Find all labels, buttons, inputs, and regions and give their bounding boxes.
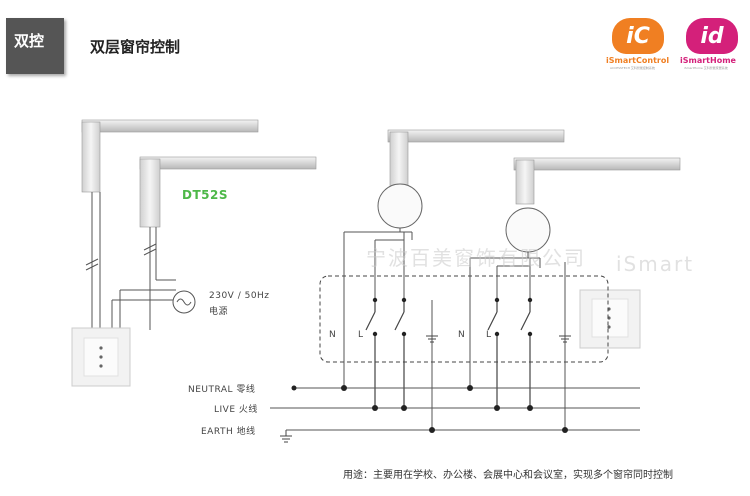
watermark-brand: iSmart xyxy=(616,252,695,276)
ismartcontrol-logo: iC iSmartControl ACCESSTECH 艾科智能控制系统 xyxy=(606,18,670,70)
left-motor-front xyxy=(139,158,161,228)
ismartcontrol-name: iSmartControl xyxy=(606,56,670,65)
right-wall-switch[interactable] xyxy=(579,289,641,349)
earth-label: EARTH 地线 xyxy=(201,427,256,437)
power-voltage-label: 230V / 50Hz xyxy=(209,291,270,301)
bus-junctions xyxy=(291,385,568,433)
motor-model-label: DT52S xyxy=(182,188,228,202)
live-label: LIVE 火线 xyxy=(214,405,258,415)
right-motor-back-zoom xyxy=(377,183,423,229)
ismarthome-logo: id iSmartHome iSmartHome 艾科智能家居系统 xyxy=(680,18,744,70)
left-wall-switch[interactable] xyxy=(71,327,131,387)
terminal-switches xyxy=(365,300,531,408)
left-rail-back xyxy=(81,119,259,193)
left-motor-back xyxy=(81,121,101,193)
earth-symbols xyxy=(280,335,571,443)
power-source-label: 电源 xyxy=(209,307,229,317)
ismartcontrol-cloud-icon: iC xyxy=(612,18,664,54)
section-tag: 双控 xyxy=(6,18,64,74)
terminal-n-right: N xyxy=(458,330,466,340)
left-rail-front xyxy=(139,156,317,228)
terminal-dots xyxy=(372,297,533,337)
watermark-text: 宁波百美窗饰有限公司 xyxy=(366,246,586,270)
right-motor-front xyxy=(515,159,535,205)
usage-caption: 用途：主要用在学校、办公楼、会展中心和会议室，实现多个窗帘同时控制 xyxy=(343,470,673,481)
terminal-n-left: N xyxy=(329,330,337,340)
ismarthome-cloud-icon: id xyxy=(686,18,738,54)
bus-lines xyxy=(270,387,640,431)
ismartcontrol-subtitle: ACCESSTECH 艾科智能控制系统 xyxy=(610,66,655,70)
ismarthome-subtitle: iSmartHome 艾科智能家居系统 xyxy=(684,66,728,70)
terminal-l-right: L xyxy=(486,330,492,340)
terminal-l-left: L xyxy=(358,330,364,340)
right-motor-back xyxy=(389,131,409,191)
page-title: 双层窗帘控制 xyxy=(90,38,181,56)
power-source-icon xyxy=(172,290,196,314)
control-box xyxy=(319,275,609,363)
left-wiring xyxy=(85,192,176,330)
section-tag-label: 双控 xyxy=(14,32,45,50)
ismarthome-name: iSmartHome xyxy=(680,56,736,65)
right-rail-front xyxy=(505,157,681,253)
neutral-label: NEUTRAL 零线 xyxy=(188,385,256,395)
